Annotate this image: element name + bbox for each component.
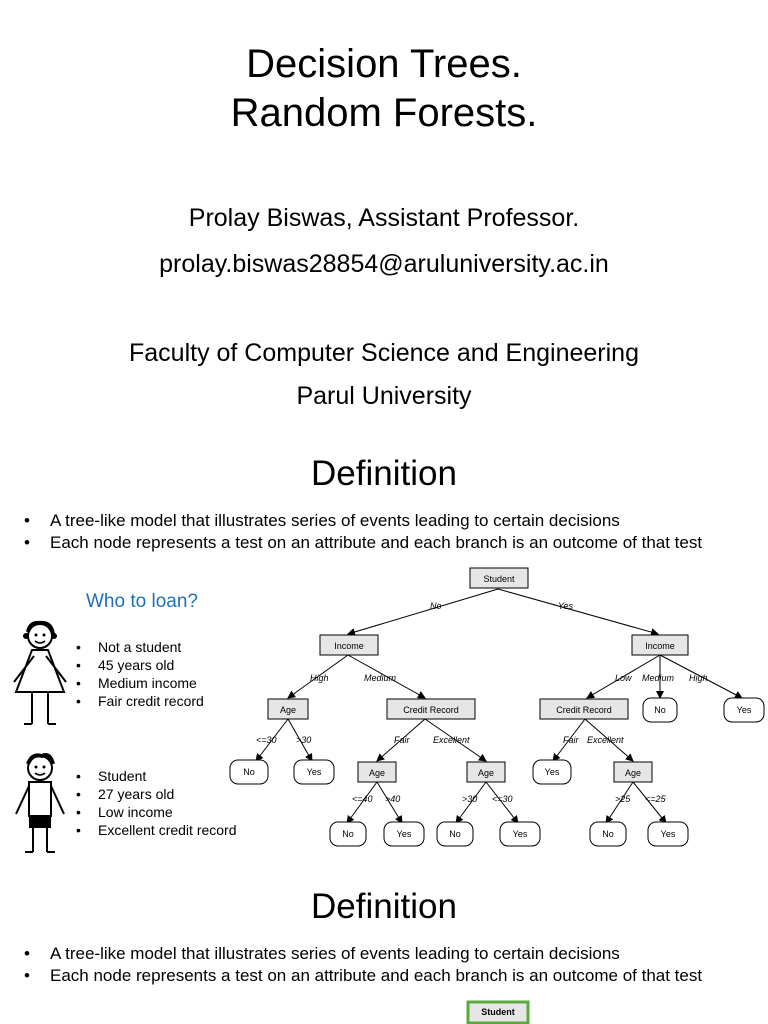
edge-label: <=25 [645,794,667,804]
person2-attributes: Student 27 years old Low income Excellen… [74,767,274,839]
leaf-yes [532,759,572,785]
node-age-mid-right [466,761,506,783]
person1-attributes: Not a student 45 years old Medium income… [74,638,274,710]
edge-label: >40 [385,794,400,804]
leaf-label: No [342,829,354,839]
edge-label: <=30 [492,794,513,804]
node-label: Age [280,705,296,715]
leaf-yes [293,759,335,785]
definition-bullets: A tree-like model that illustrates serie… [20,943,740,987]
node-age-mid-left [357,761,397,783]
edge-label: Medium [642,673,675,683]
edge-label: >30 [296,735,311,745]
attribute-item: 27 years old [74,785,274,803]
edge-label: Excellent [587,735,624,745]
attribute-item: Student [74,767,274,785]
edge-label: Fair [394,735,411,745]
attribute-item: Excellent credit record [74,821,274,839]
bullet-item: A tree-like model that illustrates serie… [20,510,740,532]
leaf-no [642,697,678,723]
node-label: Age [478,768,494,778]
edge-label: Low [615,673,632,683]
student-root-node: Student [466,1000,530,1024]
attribute-item: Fair credit record [74,692,274,710]
leaf-label: No [654,705,666,715]
leaf-label: Yes [737,705,752,715]
node-label: Income [645,641,675,651]
leaf-no [329,821,367,847]
node-credit-record-left [386,698,476,720]
node-student [469,567,529,589]
node-credit-record-right [539,698,629,720]
node-label: Age [625,768,641,778]
leaf-yes [383,821,425,847]
leaf-label: No [602,829,614,839]
node-income-right [631,634,689,656]
node-label: Student [481,1007,515,1017]
person-man-icon [15,753,65,853]
node-age-left [267,698,309,720]
edge-label: >30 [462,794,477,804]
leaf-no [589,821,627,847]
author-name: Prolay Biswas, Assistant Professor. [188,204,580,232]
bullet-item: Each node represents a test on an attrib… [20,965,740,987]
person-woman-icon [13,620,67,725]
section-heading: Definition [311,887,457,926]
attribute-item: Medium income [74,674,274,692]
edge-label: No [430,601,442,611]
university-name: Parul University [296,382,472,410]
attribute-item: 45 years old [74,656,274,674]
section-heading: Definition [311,454,457,493]
node-label: Credit Record [556,705,612,715]
bullet-item: A tree-like model that illustrates serie… [20,943,740,965]
node-age-right [613,761,653,783]
bullet-item: Each node represents a test on an attrib… [20,532,740,554]
node-label: Income [334,641,364,651]
edge-label: >25 [615,794,631,804]
faculty-name: Faculty of Computer Science and Engineer… [128,339,639,367]
author-email: prolay.biswas28854@aruluniversity.ac.in [159,250,609,278]
leaf-label: Yes [307,767,322,777]
edge-label: Excellent [433,735,470,745]
leaf-yes [723,697,765,723]
title-line-2: Random Forests. [230,91,538,135]
leaf-label: Yes [661,829,676,839]
leaf-no [229,759,269,785]
leaf-no [436,821,474,847]
title-line-1: Decision Trees. [246,42,522,86]
edge-label: High [689,673,708,683]
node-label: Student [483,574,515,584]
definition-bullets: A tree-like model that illustrates serie… [20,510,740,554]
edge-label: Fair [563,735,580,745]
edge-label: Medium [364,673,397,683]
edge-label: High [310,673,329,683]
leaf-label: Yes [513,829,528,839]
edge-label: Yes [558,601,574,611]
leaf-label: Yes [397,829,412,839]
leaf-label: Yes [545,767,560,777]
attribute-item: Not a student [74,638,274,656]
node-label: Credit Record [403,705,459,715]
decision-tree-diagram: Student Income Income Age Credit Record … [229,567,765,847]
leaf-yes [647,821,689,847]
leaf-label: No [243,767,255,777]
leaf-label: No [449,829,461,839]
node-income-left [319,634,379,656]
edge-label: <=30 [256,735,277,745]
question-label: Who to loan? [86,591,198,612]
node-label: Age [369,768,385,778]
edge-label: <=40 [352,794,373,804]
attribute-item: Low income [74,803,274,821]
leaf-yes [499,821,541,847]
